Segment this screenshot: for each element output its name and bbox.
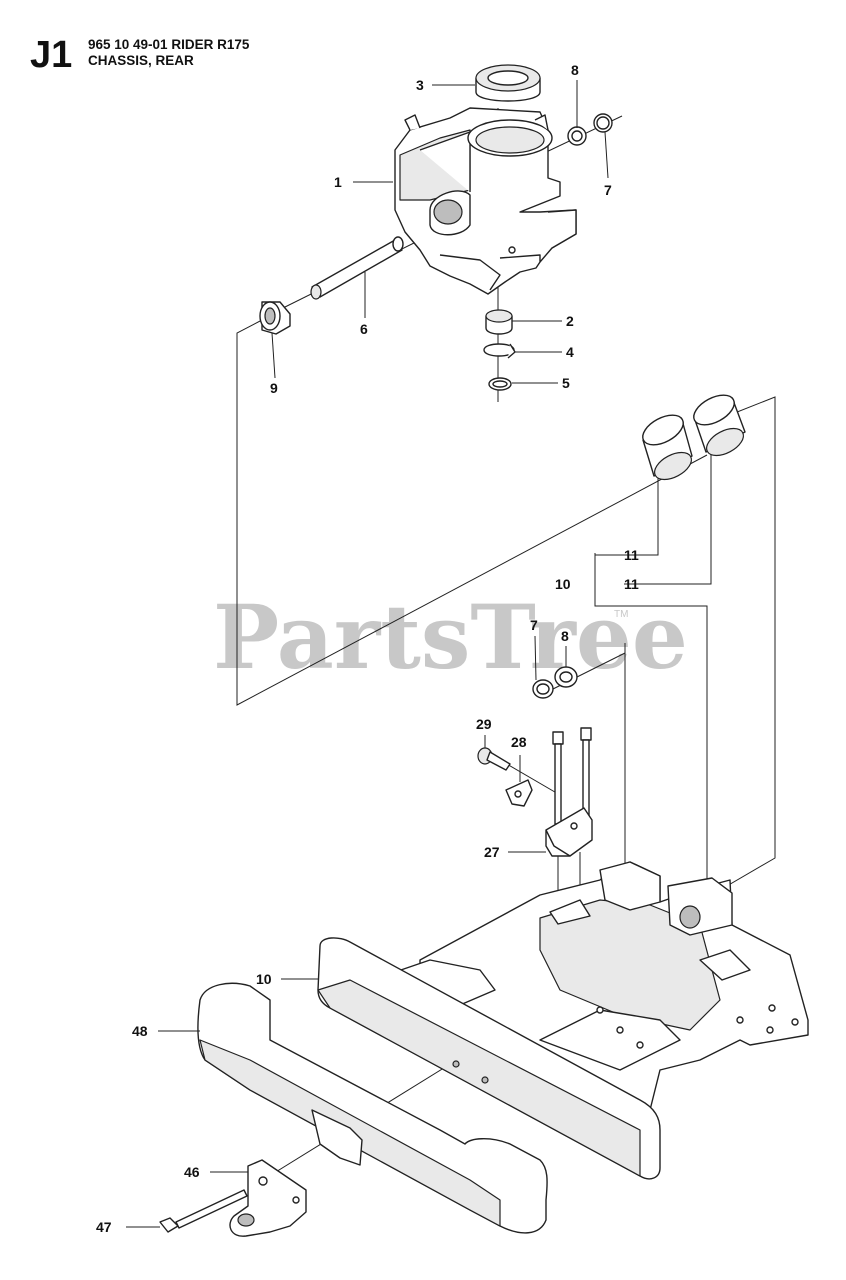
- part-6-pin: [310, 236, 404, 300]
- part-7-ring-top: [593, 113, 613, 133]
- part-29-screw: [477, 747, 511, 771]
- part-11-tube-b: [693, 394, 746, 457]
- callout-48: 48: [132, 1023, 148, 1039]
- part-2-bushing: [485, 309, 513, 335]
- callout-7-mid: 7: [530, 617, 538, 633]
- callout-3: 3: [416, 77, 424, 93]
- callout-29: 29: [476, 716, 492, 732]
- callout-47: 47: [96, 1219, 112, 1235]
- callout-9: 9: [270, 380, 278, 396]
- part-27-bracket: [545, 807, 593, 857]
- callout-28: 28: [511, 734, 527, 750]
- part-28-bracket: [505, 779, 533, 807]
- callout-7-top: 7: [604, 182, 612, 198]
- part-47-bolt: [159, 1189, 248, 1233]
- callout-10-upper: 10: [555, 576, 571, 592]
- part-1-housing: [394, 107, 577, 295]
- watermark-tm: TM: [614, 609, 628, 620]
- callout-11-b: 11: [624, 576, 639, 592]
- part-8-washer-mid: [554, 666, 578, 688]
- callout-46: 46: [184, 1164, 200, 1180]
- part-10-rear-bar: [317, 937, 661, 1180]
- model-title: 965 10 49-01 RIDER R175: [88, 37, 250, 52]
- part-4-clip: [483, 343, 516, 359]
- part-46-hitch-plate: [229, 1159, 307, 1237]
- callout-11-a: 11: [624, 547, 639, 563]
- callout-8-top: 8: [571, 62, 579, 78]
- callout-8-mid: 8: [561, 628, 569, 644]
- callout-labels: 1 2 3 4 5 6 7 7 8 8 9 10 10 11 11 27 28 …: [96, 62, 639, 1235]
- section-title: CHASSIS, REAR: [88, 53, 194, 68]
- callout-leaders: [126, 80, 609, 1228]
- watermark-text: PartsTree: [213, 585, 688, 689]
- callout-4: 4: [566, 344, 574, 360]
- part-11-tube-a: [642, 414, 693, 481]
- part-9-bushing: [259, 301, 291, 335]
- part-5-ring: [488, 377, 512, 391]
- callout-5: 5: [562, 375, 570, 391]
- part-3-bushing: [475, 64, 541, 102]
- callout-27: 27: [484, 844, 500, 860]
- callout-1: 1: [334, 174, 342, 190]
- callout-2: 2: [566, 313, 574, 329]
- part-48-bumper: [197, 982, 548, 1234]
- part-7-ring-mid: [532, 679, 554, 699]
- section-code: J1: [30, 34, 73, 76]
- callout-6: 6: [360, 321, 368, 337]
- part-8-washer-top: [567, 126, 587, 146]
- callout-10-lower: 10: [256, 971, 272, 987]
